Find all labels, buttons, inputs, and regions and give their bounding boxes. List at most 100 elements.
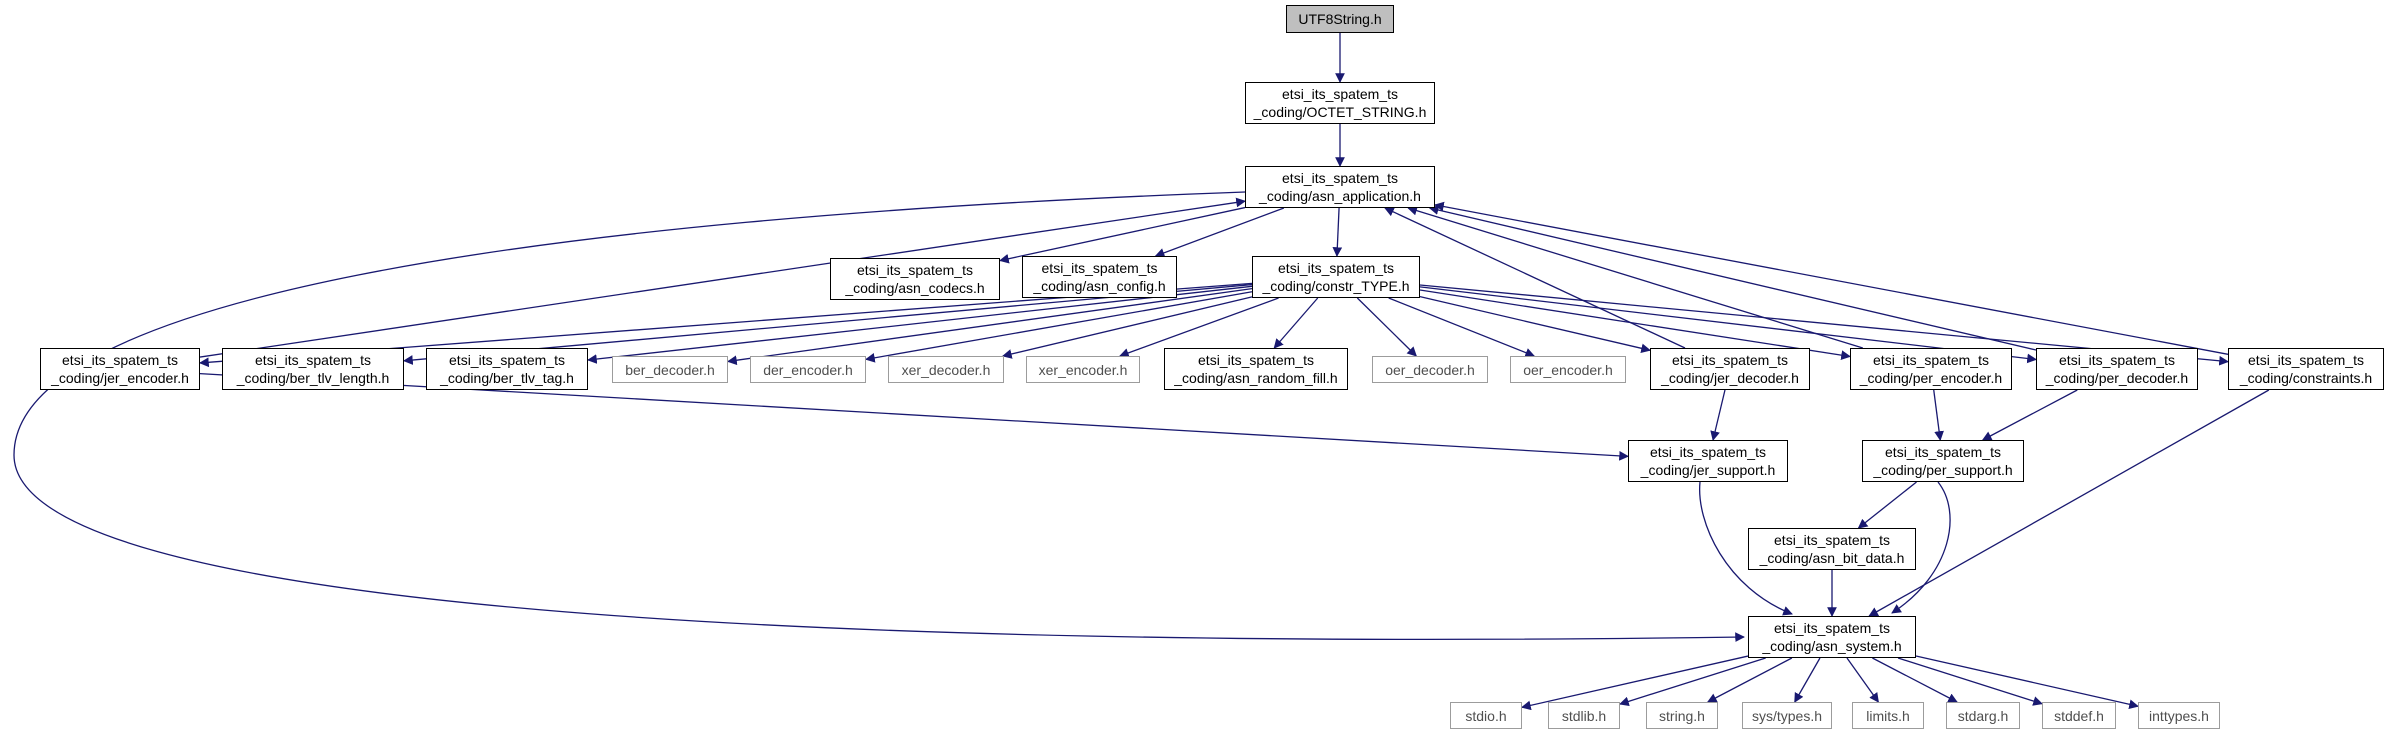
edge-asn_application-to-asn_system — [13, 191, 1745, 643]
node-label: xer_encoder.h — [1038, 361, 1128, 378]
node-label: _coding/asn_bit_data.h — [1759, 550, 1905, 566]
node-stdarg: stdarg.h — [1946, 702, 2020, 729]
node-label: _coding/per_support.h — [1873, 462, 2013, 478]
edge-jer_support-to-asn_system — [1699, 481, 1793, 616]
edge-asn_application-to-asn_codecs — [999, 206, 1246, 264]
edge-per_decoder-to-asn_application — [1428, 205, 2037, 351]
edge-per_encoder-to-per_support — [1933, 389, 1944, 441]
edge-asn_application-to-constr_type — [1332, 207, 1343, 257]
edge-constraints-to-asn_application — [1434, 201, 2229, 355]
node-label: stdio.h — [1465, 707, 1507, 724]
node-per_decoder[interactable]: etsi_its_spatem_ts _coding/per_decoder.h — [2036, 348, 2198, 390]
edge-per_support-to-asn_system — [1891, 481, 1951, 614]
edge-per_encoder-to-asn_application — [1407, 205, 1863, 349]
node-jer_decoder[interactable]: etsi_its_spatem_ts _coding/jer_decoder.h — [1650, 348, 1810, 390]
edge-jer_encoder-to-jer_support — [199, 372, 1629, 461]
node-label: etsi_its_spatem_ts — [2248, 352, 2364, 368]
node-label: _coding/jer_decoder.h — [1661, 370, 1799, 386]
node-label: etsi_its_spatem_ts — [1282, 170, 1398, 186]
edge-jer_decoder-to-jer_support — [1710, 389, 1726, 441]
node-label: etsi_its_spatem_ts — [1198, 352, 1314, 368]
node-limits: limits.h — [1852, 702, 1924, 729]
node-asn_bit_data[interactable]: etsi_its_spatem_ts _coding/asn_bit_data.h — [1748, 528, 1916, 570]
edge-jer_encoder-to-asn_application — [199, 197, 1246, 358]
node-label: etsi_its_spatem_ts — [1873, 352, 1989, 368]
edge-per_support-to-asn_bit_data — [1857, 481, 1917, 529]
node-per_support[interactable]: etsi_its_spatem_ts _coding/per_support.h — [1862, 440, 2024, 482]
node-label: etsi_its_spatem_ts — [1650, 444, 1766, 460]
node-label: stdlib.h — [1561, 707, 1607, 724]
edge-asn_system-to-limits — [1846, 657, 1879, 703]
node-constraints[interactable]: etsi_its_spatem_ts _coding/constraints.h — [2228, 348, 2384, 390]
node-string: string.h — [1646, 702, 1718, 729]
node-label: _coding/asn_application.h — [1259, 188, 1421, 204]
node-label: der_encoder.h — [763, 361, 853, 378]
node-label: etsi_its_spatem_ts — [1774, 532, 1890, 548]
node-label: etsi_its_spatem_ts — [1885, 444, 2001, 460]
node-label: oer_encoder.h — [1523, 361, 1613, 378]
node-label: string.h — [1659, 707, 1705, 724]
node-label: etsi_its_spatem_ts — [255, 352, 371, 368]
edge-asn_system-to-string — [1706, 657, 1793, 703]
node-label: stddef.h — [2054, 707, 2104, 724]
node-jer_support[interactable]: etsi_its_spatem_ts _coding/jer_support.h — [1628, 440, 1788, 482]
node-label: etsi_its_spatem_ts — [1774, 620, 1890, 636]
node-stdlib: stdlib.h — [1548, 702, 1620, 729]
node-per_encoder[interactable]: etsi_its_spatem_ts_coding/per_encoder.h — [1850, 348, 2012, 390]
node-label: etsi_its_spatem_ts — [1041, 260, 1158, 276]
node-label: _coding/OCTET_STRING.h — [1253, 104, 1427, 120]
node-jer_encoder[interactable]: etsi_its_spatem_ts_coding/jer_encoder.h — [40, 348, 200, 390]
edge-constr_type-to-ber_tlv_tag — [587, 285, 1253, 364]
node-label: UTF8String.h — [1298, 11, 1382, 27]
edge-asn_system-to-stdlib — [1619, 657, 1766, 707]
edge-jer_decoder-to-asn_application — [1384, 207, 1686, 349]
node-label: xer_decoder.h — [901, 361, 991, 378]
node-label: _coding/per_decoder.h — [2045, 370, 2189, 386]
node-inttypes: inttypes.h — [2138, 702, 2220, 729]
edge-constr_type-to-xer_encoder — [1119, 297, 1279, 358]
node-sys_types: sys/types.h — [1742, 702, 1832, 729]
edge-asn_system-to-stdarg — [1872, 657, 1958, 703]
node-asn_codecs[interactable]: etsi_its_spatem_ts _coding/asn_codecs.h — [830, 258, 1000, 300]
node-label: etsi_its_spatem_ts — [2059, 352, 2175, 368]
node-ber_tlv_tag[interactable]: etsi_its_spatem_ts_coding/ber_tlv_tag.h — [426, 348, 588, 390]
edge-constr_type-to-oer_encoder — [1388, 297, 1536, 358]
edge-asn_system-to-inttypes — [1915, 655, 2139, 710]
edge-asn_system-to-stddef — [1897, 657, 2043, 706]
node-stdio: stdio.h — [1450, 702, 1522, 729]
edge-asn_application-to-asn_config — [1154, 207, 1285, 258]
node-label: _coding/jer_support.h — [1640, 462, 1776, 478]
node-label: _coding/constraints.h — [2239, 370, 2373, 386]
node-ber_tlv_length[interactable]: etsi_its_spatem_ts _coding/ber_tlv_length… — [222, 348, 404, 390]
node-label: _coding/asn_codecs.h — [845, 280, 985, 296]
node-label: _coding/constr_TYPE.h — [1262, 278, 1410, 294]
edge-constr_type-to-per_decoder — [1419, 286, 2037, 364]
node-label: etsi_its_spatem_ts — [62, 352, 178, 368]
node-label: etsi_its_spatem_ts — [1672, 352, 1788, 368]
node-constr_type[interactable]: etsi_its_spatem_ts _coding/constr_TYPE.h — [1252, 256, 1420, 298]
node-label: _coding/ber_tlv_length.h — [236, 370, 390, 386]
edge-constr_type-to-per_encoder — [1419, 289, 1851, 360]
node-label: etsi_its_spatem_ts — [857, 262, 973, 278]
node-xer_encoder: xer_encoder.h — [1026, 356, 1140, 383]
edge-asn_system-to-stdio — [1521, 655, 1749, 711]
node-label: limits.h — [1866, 707, 1910, 724]
node-octet_string[interactable]: etsi_its_spatem_ts_coding/OCTET_STRING.h — [1245, 82, 1435, 124]
node-label: etsi_its_spatem_ts — [1278, 260, 1394, 276]
node-ber_decoder: ber_decoder.h — [612, 356, 728, 383]
node-der_encoder: der_encoder.h — [750, 356, 866, 383]
node-label: _coding/asn_system.h — [1762, 638, 1902, 654]
node-label: ber_decoder.h — [625, 361, 715, 378]
node-label: _coding/asn_random_fill.h — [1174, 370, 1338, 386]
node-asn_system[interactable]: etsi_its_spatem_ts _coding/asn_system.h — [1748, 616, 1916, 658]
edge-asn_system-to-sys_types — [1794, 657, 1821, 703]
node-stddef: stddef.h — [2042, 702, 2116, 729]
edge-constr_type-to-asn_random_fill — [1273, 297, 1319, 349]
node-asn_application[interactable]: etsi_its_spatem_ts _coding/asn_applicatio… — [1245, 166, 1435, 208]
node-asn_config[interactable]: etsi_its_spatem_ts _coding/asn_config.h — [1022, 256, 1177, 298]
node-oer_decoder: oer_decoder.h — [1372, 356, 1488, 383]
node-label: _coding/asn_config.h — [1033, 278, 1166, 294]
node-label: oer_decoder.h — [1385, 361, 1475, 378]
node-asn_random_fill[interactable]: etsi_its_spatem_ts _coding/asn_random_fil… — [1164, 348, 1348, 390]
